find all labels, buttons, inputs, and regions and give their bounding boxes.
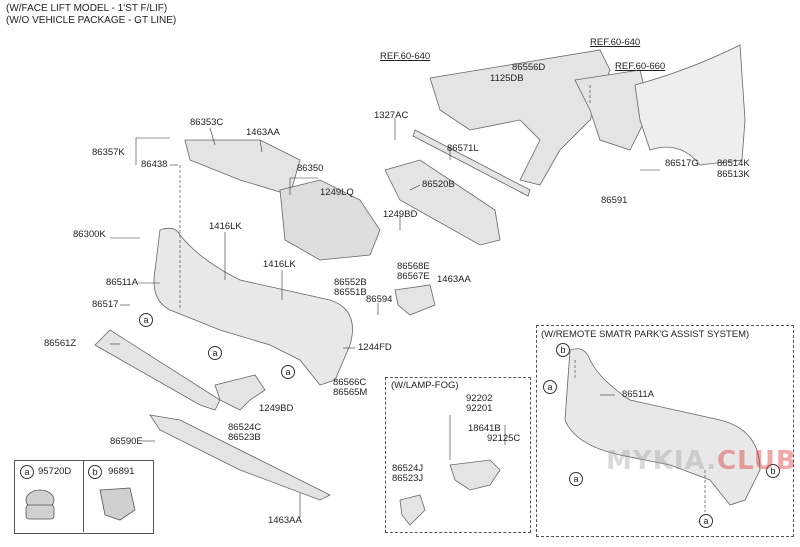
part-label: 86594 <box>366 294 393 305</box>
part-label: 86567E <box>397 271 430 282</box>
part-label: 86511A <box>106 277 139 288</box>
part-label: 86520B <box>422 179 455 190</box>
lamp-fog-title: (W/LAMP-FOG) <box>391 380 459 391</box>
ref-label: REF.60-640 <box>380 51 431 62</box>
ref-label: REF.60-660 <box>615 61 666 72</box>
part-label: 86517G <box>665 158 699 169</box>
legend-part-a: 95720D <box>38 466 72 477</box>
part-label: 86561Z <box>44 338 77 349</box>
legend-letter-a: a <box>20 465 34 479</box>
part-label: 92201 <box>466 403 493 414</box>
part-label: 86353C <box>190 117 224 128</box>
park-assist-title: (W/REMOTE SMATR PARK'G ASSIST SYSTEM) <box>541 329 750 340</box>
part-label: 86571L <box>447 143 479 154</box>
part-label: 1249LQ <box>320 187 354 198</box>
callout-a: a <box>569 472 583 486</box>
part-label: 92202 <box>466 393 493 404</box>
fog-lamp-garnish <box>449 459 501 491</box>
park-assist-bumper <box>564 348 761 506</box>
callout-b: b <box>766 464 780 478</box>
part-label: 86552B <box>334 277 367 288</box>
part-label: 86568E <box>397 261 430 272</box>
part-label: 86438 <box>141 159 168 170</box>
part-label: 86566C <box>333 377 367 388</box>
part-label: 1125DB <box>490 73 524 84</box>
lower-lip <box>149 414 331 501</box>
legend-cell-a <box>14 460 84 532</box>
part-label: 1249BD <box>259 403 294 414</box>
part-label: 86591 <box>601 195 628 206</box>
lamp-fog-box <box>385 377 531 533</box>
leader-line <box>259 139 263 153</box>
part-label: 1463AA <box>437 274 471 285</box>
stay-86571L <box>412 129 531 197</box>
part-label: 86357K <box>92 147 125 158</box>
callout-a: a <box>281 365 295 379</box>
part-label: 86523B <box>228 432 261 443</box>
part-label: 86565M <box>333 387 368 398</box>
part-label: 1463AA <box>246 127 280 138</box>
legend-part-b: 96891 <box>108 466 135 477</box>
callout-a: a <box>208 346 222 360</box>
part-label: 86513K <box>717 169 750 180</box>
radiator-grille <box>279 179 381 261</box>
bumper-beam <box>384 159 501 246</box>
carrier-bracket <box>574 69 651 151</box>
part-label: 86300K <box>73 229 106 240</box>
callout-b: b <box>556 343 570 357</box>
upper-grille-cover <box>184 139 301 196</box>
lower-grille <box>94 329 221 411</box>
part-label: 1327AC <box>374 110 409 121</box>
watermark: MYKIA.CLUB <box>606 446 797 476</box>
garnish-86524C <box>214 374 266 411</box>
header-line-1: (W/FACE LIFT MODEL - 1'ST F/LIF) <box>6 3 168 14</box>
part-label: 1244FD <box>358 342 392 353</box>
fender <box>634 44 746 166</box>
leader-line <box>209 127 216 146</box>
part-label: 1463AA <box>268 515 302 526</box>
part-label: 86350 <box>297 163 324 174</box>
header-line-2: (W/O VEHICLE PACKAGE - GT LINE) <box>6 15 177 26</box>
part-label: 86517 <box>92 299 119 310</box>
leader-line <box>409 184 421 191</box>
callout-a: a <box>139 313 153 327</box>
part-label: 86556D <box>512 62 546 73</box>
part-label: 86590E <box>110 436 143 447</box>
sensor-a-body <box>25 504 55 520</box>
part-label: 86523J <box>392 473 424 484</box>
part-label: 86551B <box>334 287 367 298</box>
callout-a: a <box>699 514 713 528</box>
part-label: 1416LK <box>263 259 296 270</box>
legend-letter-b: b <box>88 465 102 479</box>
park-assist-box <box>536 325 794 537</box>
fog-lamp-bracket <box>399 494 426 526</box>
bracket-86568E <box>394 284 436 316</box>
front-bumper-cover <box>153 227 353 386</box>
part-label: 1249BD <box>383 209 418 220</box>
part-label: 86514K <box>717 158 750 169</box>
callout-a: a <box>543 380 557 394</box>
sensor-b-icon <box>99 487 136 521</box>
legend-table <box>14 460 154 534</box>
carrier-assembly <box>429 49 611 186</box>
part-label: 1416LK <box>209 221 242 232</box>
part-label: 86524C <box>228 422 262 433</box>
part-label: 86524J <box>392 463 424 474</box>
part-label: 18641B <box>468 423 501 434</box>
part-label: 92125C <box>487 433 521 444</box>
ref-label: REF.60-640 <box>590 37 641 48</box>
part-label: 86511A <box>622 389 655 400</box>
